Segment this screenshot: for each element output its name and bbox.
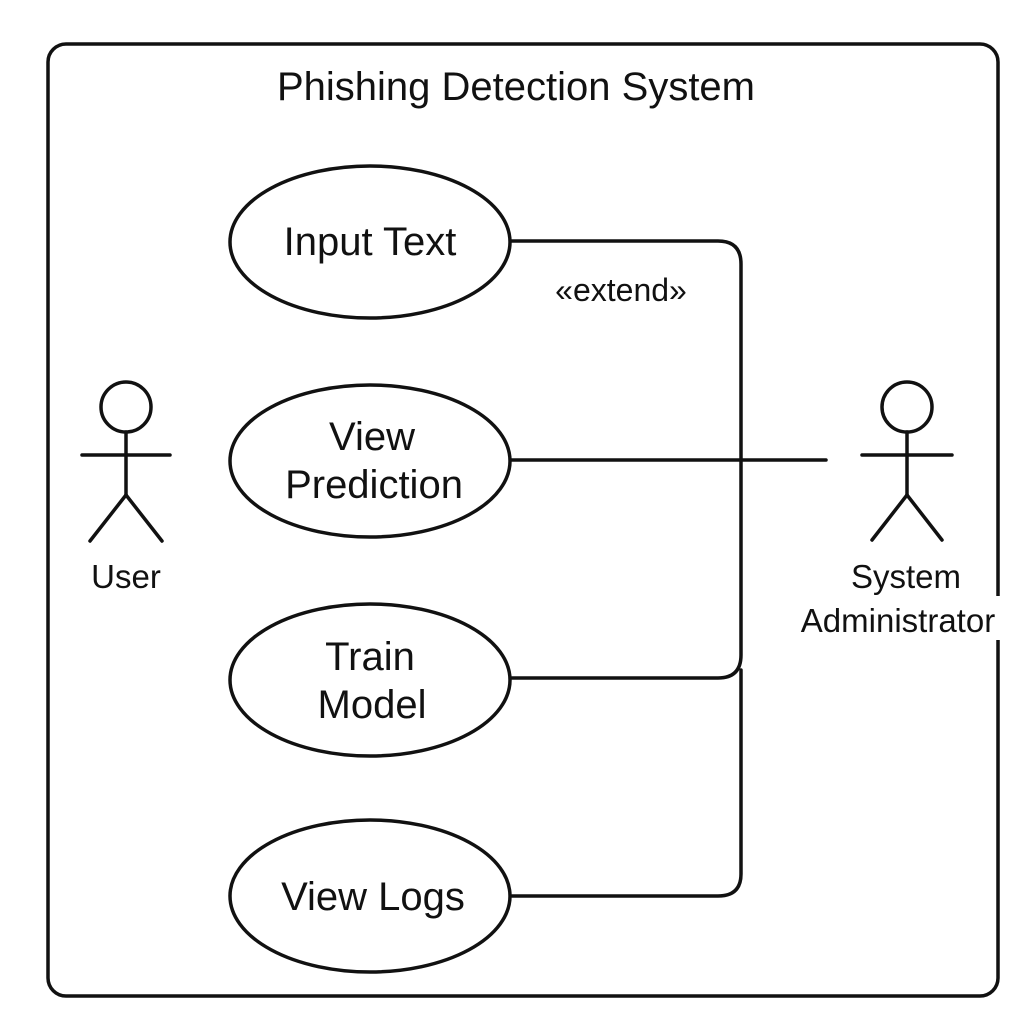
- use-case-train-model: Train Model: [228, 602, 512, 758]
- actor-admin-label-line1: System: [851, 558, 961, 595]
- system-title: Phishing Detection System: [277, 65, 755, 109]
- use-case-ellipse: [228, 818, 512, 974]
- system-boundary: [46, 42, 1000, 998]
- use-case-ellipse: [228, 383, 512, 539]
- use-case-label-line: Prediction: [285, 463, 463, 507]
- actor-user-label: User: [91, 558, 161, 595]
- use-case-ellipse: [228, 602, 512, 758]
- connectors: [508, 239, 828, 898]
- stick-figure-icon: [860, 380, 954, 542]
- stick-figure-icon: [80, 380, 172, 543]
- actor-left-leg: [88, 493, 128, 543]
- actor-admin-label-line2: Administrator: [801, 602, 995, 639]
- use-case-input-text: Input Text: [228, 164, 512, 320]
- use-case-label-line: View Logs: [281, 875, 465, 919]
- actor-head: [880, 380, 934, 434]
- extend-stereotype-label: «extend»: [555, 272, 687, 308]
- use-case-view-prediction: View Prediction: [228, 383, 512, 539]
- use-case-label-line: Model: [318, 683, 427, 727]
- actor-left-leg: [870, 493, 909, 542]
- actor-head: [99, 380, 153, 434]
- use-case-view-logs: View Logs: [228, 818, 512, 974]
- use-case-label-line: View: [329, 415, 415, 459]
- actor-user: User: [80, 380, 172, 595]
- boundary-label-gap: [990, 596, 1006, 640]
- use-case-ellipse: [228, 164, 512, 320]
- actor-system-administrator: System Administrator: [801, 380, 995, 639]
- use-case-label-line: Input Text: [284, 220, 457, 264]
- connector-view-logs: [510, 668, 743, 898]
- actor-right-leg: [905, 493, 944, 542]
- actor-right-leg: [124, 493, 164, 543]
- use-case-label-line: Train: [325, 635, 415, 679]
